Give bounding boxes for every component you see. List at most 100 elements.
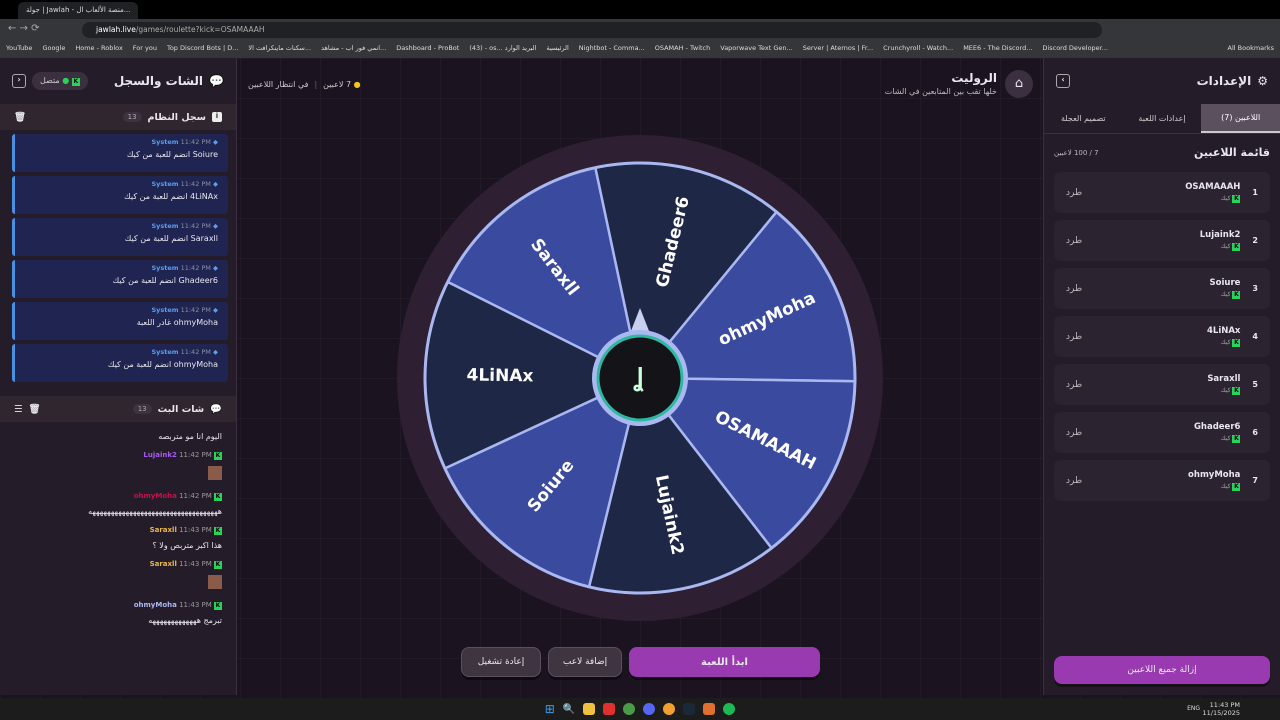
log-text: Soiure انضم للعبة من كيك (126, 150, 218, 159)
timestamp: 11:43 PM (179, 601, 212, 609)
log-text: ohmyMoha انضم للعبة من كيك (107, 360, 218, 369)
sender: System (151, 222, 179, 230)
bookmark-item[interactable]: انمي فور اب - مشاهد... (321, 44, 387, 52)
kick-icon: K (1232, 195, 1241, 203)
bookmark-item[interactable]: Crunchyroll - Watch... (883, 44, 954, 52)
start-game-button[interactable]: ابدأ اللعبة (629, 647, 820, 677)
chat-message: K Lujaink2 11:42 PM (14, 451, 222, 482)
bookmark-item[interactable]: Dashboard - ProBot (396, 44, 460, 52)
sender: System (151, 138, 179, 146)
sender: System (151, 264, 179, 272)
file-explorer-icon[interactable] (583, 703, 596, 715)
kick-player-button[interactable]: طرد (1066, 187, 1083, 198)
spotify-icon[interactable] (723, 703, 736, 715)
log-text: Saraxll انضم للعبة من كيك (124, 234, 218, 243)
bookmark-item[interactable]: سكنات ماينكرافت الا... (248, 44, 312, 52)
bookmark-item[interactable]: MEE6 - The Discord... (963, 44, 1033, 52)
kick-icon: K (214, 602, 222, 610)
kick-player-button[interactable]: طرد (1066, 235, 1083, 246)
app-icon[interactable] (603, 703, 616, 715)
stream-chat-title: شات البث (157, 403, 205, 415)
add-player-button[interactable]: إضافة لاعب (548, 647, 622, 677)
settings-tabs: اللاعبين (7) إعدادات اللعبة تصميم العجلة (1044, 104, 1280, 134)
chat-text: تبرمج هههههههههههههه (148, 616, 222, 625)
kick-player-button[interactable]: طرد (1066, 427, 1083, 438)
bookmark-item[interactable]: Discord Developer... (1042, 44, 1108, 52)
kick-player-button[interactable]: طرد (1066, 331, 1083, 342)
browser-tab[interactable]: جولة | Jawlah - منصة الألعاب ال... (18, 2, 138, 19)
bookmark-item[interactable]: Google (42, 44, 66, 52)
bookmark-item[interactable]: (43) - os... البريد الوارد (469, 44, 537, 52)
bookmark-item[interactable]: YouTube (6, 44, 33, 52)
system-log-header: i سجل النظام 13 🗑 (0, 104, 236, 130)
game-subtitle: خلها تقب بين المتابعين في الشات (884, 87, 997, 96)
tab-wheel-design[interactable]: تصميم العجلة (1060, 114, 1106, 123)
sender: System (151, 348, 179, 356)
wheel-hub (596, 334, 684, 422)
kick-player-button[interactable]: طرد (1066, 379, 1083, 390)
collapse-panel-icon[interactable]: › (1056, 74, 1070, 88)
player-rank: 2 (1252, 236, 1258, 245)
url-input[interactable]: jawlah.live/games/roulette?kick=OSAMAAAH (82, 22, 1102, 38)
search-icon[interactable]: 🔍 (562, 703, 576, 715)
bookmark-item[interactable]: For you (132, 44, 157, 52)
roulette-wheel[interactable]: Ghadeer6ohmyMohaOSAMAAAHLujaink2Soiure4L… (390, 128, 890, 628)
sender: System (151, 180, 179, 188)
kick-player-button[interactable]: طرد (1066, 475, 1083, 486)
trash-icon[interactable]: 🗑 (28, 403, 41, 415)
tab-players[interactable]: اللاعبين (7) (1201, 104, 1280, 133)
app-icon[interactable] (703, 703, 716, 715)
bookmark-item[interactable]: Vaporwave Text Gen... (720, 44, 793, 52)
nav-buttons-icon[interactable]: ← → ⟳ (8, 23, 40, 34)
bookmark-item[interactable]: OSAMAH - Twitch (654, 44, 711, 52)
bookmark-item[interactable]: Home - Roblox (75, 44, 123, 52)
kick-player-button[interactable]: طرد (1066, 283, 1083, 294)
discord-icon[interactable] (643, 703, 656, 715)
app-icon[interactable] (663, 703, 676, 715)
browser-tabbar: جولة | Jawlah - منصة الألعاب ال... (0, 0, 1280, 19)
game-title: الروليت (951, 71, 997, 85)
player-platform: كيك (1220, 243, 1231, 250)
gear-icon: ⚙ (1257, 74, 1268, 88)
chrome-icon[interactable] (623, 703, 636, 715)
timestamp: 11:42 PM (180, 264, 211, 272)
remove-all-players-button[interactable]: إزالة جميع اللاعبين (1054, 656, 1270, 684)
bookmark-item[interactable]: Server | Aternos | Fr... (802, 44, 874, 52)
system-log-list: ◆ System 11:42 PM Soiure انضم للعبة من كي… (0, 130, 236, 388)
restart-button[interactable]: إعادة تشغيل (461, 647, 541, 677)
language-indicator[interactable]: ENG (1187, 705, 1200, 712)
kick-icon: K (1232, 243, 1241, 251)
pointer-icon (629, 308, 651, 336)
bookmark-item[interactable]: All Bookmarks (1227, 44, 1274, 52)
align-icon[interactable]: ☰ (14, 403, 23, 415)
home-button[interactable]: ⌂ (1005, 70, 1033, 98)
collapse-panel-icon[interactable]: ‹ (12, 74, 26, 88)
bookmark-item[interactable]: Top Discord Bots | D... (166, 44, 239, 52)
kick-icon: K (1232, 291, 1241, 299)
connection-status: K ● متصل (32, 72, 88, 90)
chat-username: ohmyMoha (133, 492, 177, 500)
info-icon: i (212, 112, 222, 122)
bookmark-item[interactable]: Nightbot - Comma... (578, 44, 645, 52)
player-name: 4LiNAx (1207, 326, 1241, 336)
player-rank: 3 (1252, 284, 1258, 293)
player-rank: 5 (1252, 380, 1258, 389)
player-rank: 1 (1252, 188, 1258, 197)
game-status: في انتظار اللاعبين (248, 80, 309, 89)
tab-game-settings[interactable]: إعدادات اللعبة (1138, 114, 1186, 123)
bot-icon: ◆ (213, 348, 218, 356)
steam-icon[interactable] (683, 703, 696, 715)
bookmark-item[interactable]: الرئيسية (546, 44, 569, 52)
windows-start-icon[interactable]: ⊞ (544, 702, 555, 716)
trash-icon[interactable]: 🗑 (14, 111, 27, 123)
stream-chat-header: 💬 شات البث 13 🗑 ☰ (0, 396, 236, 422)
player-platform: كيك (1220, 387, 1231, 394)
